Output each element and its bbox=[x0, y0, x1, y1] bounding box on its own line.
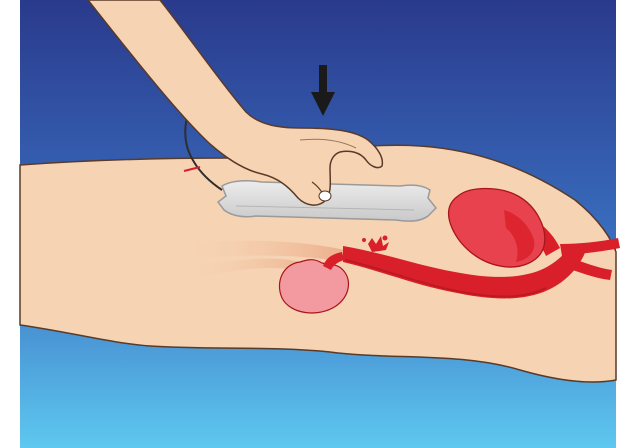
kidney-icon bbox=[279, 260, 348, 313]
thumbnail bbox=[319, 191, 331, 201]
right-margin bbox=[616, 0, 634, 448]
left-margin bbox=[0, 0, 20, 448]
